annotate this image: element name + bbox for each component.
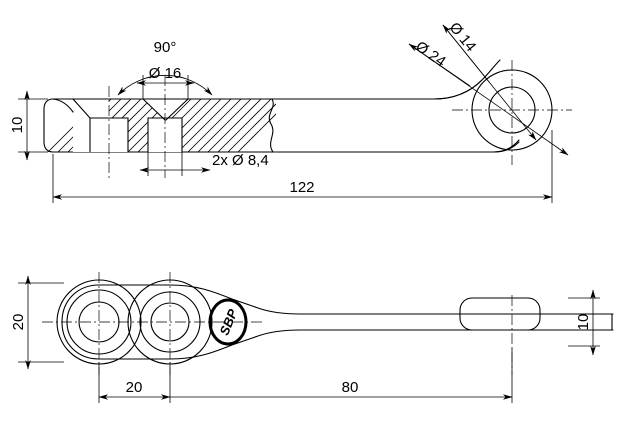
dim-pitch-text: 20 <box>126 379 143 396</box>
section-break-line <box>268 98 274 153</box>
dim-24-leader-back <box>408 43 471 87</box>
section-view-group: 90° Ø 16 10 2x Ø 8,4 122 Ø 14 Ø 24 <box>9 19 572 203</box>
dim-122-text: 122 <box>289 179 314 196</box>
right-hole-section <box>142 98 189 153</box>
left-bore-void <box>73 99 128 152</box>
dim-84-text: 2x Ø 8,4 <box>212 152 269 169</box>
eye-blend-upper <box>433 79 483 100</box>
dim-90deg-arc <box>117 74 213 96</box>
section-body-outline <box>43 98 276 153</box>
right-bore-void <box>143 99 188 152</box>
dim-14-text: Ø 14 <box>446 19 480 55</box>
dim-80-text: 80 <box>342 379 359 396</box>
plan-eye-flat-feature <box>459 297 541 331</box>
dim-14-leader-back <box>442 24 490 83</box>
dim-16-text: Ø 16 <box>149 65 182 82</box>
dim-p20-text: 20 <box>10 314 27 331</box>
left-hole-section <box>52 98 129 153</box>
plan-view-group: SBP 20 20 80 10 <box>10 272 614 403</box>
dim-90deg-text: 90° <box>154 39 177 56</box>
arm-bottom-profile <box>275 141 520 153</box>
dim-10-text: 10 <box>9 117 26 134</box>
dim-24-text: Ø 24 <box>412 38 448 71</box>
dim-p10-text: 10 <box>575 314 592 331</box>
arm-top-profile <box>275 59 501 100</box>
eye-blend-lower <box>493 139 520 153</box>
